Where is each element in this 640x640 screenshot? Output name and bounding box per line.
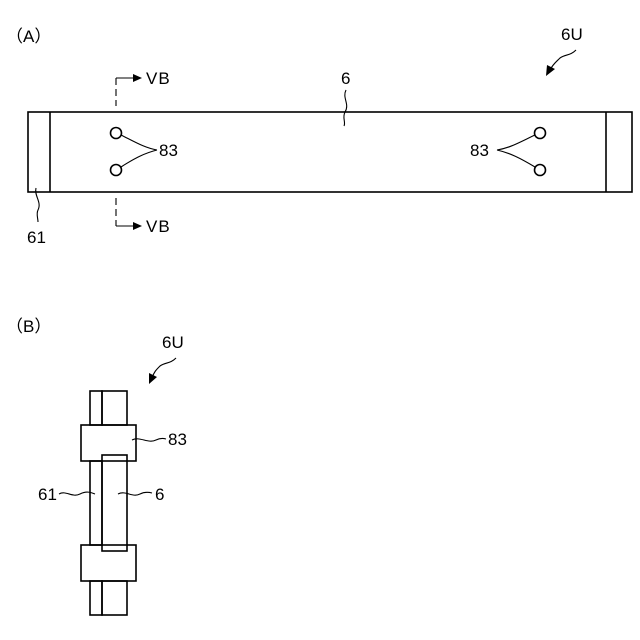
- flange-label-b: 61: [38, 485, 57, 504]
- leader-83-right-top: [497, 135, 535, 150]
- figure-a: （A） 6U 83 83 6 61 VB: [6, 25, 632, 247]
- panel-label-b: （B）: [6, 317, 51, 336]
- part-label-a: 6: [341, 69, 350, 88]
- leader-83-right-bottom: [497, 150, 535, 167]
- view-arrowhead-a: [546, 65, 555, 76]
- flange-label-a: 61: [27, 228, 46, 247]
- hole-left-top: [111, 128, 122, 139]
- panel-label-a: （A）: [6, 27, 51, 46]
- plate-outline: [28, 112, 632, 192]
- leader-83-b: [132, 438, 166, 441]
- view-label-a: 6U: [561, 25, 583, 44]
- leader-83-left-top: [121, 135, 157, 150]
- hole-right-bottom: [535, 165, 546, 176]
- leader-6-a: [344, 90, 347, 126]
- view-label-b: 6U: [162, 333, 184, 352]
- part-label-b: 6: [155, 485, 164, 504]
- lower-stub-right: [102, 581, 127, 615]
- upper-stub-flange: [90, 391, 102, 425]
- section-arrowhead-top: [133, 74, 142, 82]
- hole-right-top: [535, 128, 546, 139]
- leader-61-a: [36, 188, 39, 222]
- figure-b: （B） 6U 83 61 6: [6, 317, 187, 615]
- leader-83-left-bottom: [121, 150, 157, 167]
- hole-label-left: 83: [159, 141, 178, 160]
- section-label-bottom: VB: [146, 217, 171, 236]
- hole-left-bottom: [111, 165, 122, 176]
- section-arrowhead-bottom: [133, 222, 142, 230]
- view-arrow-b: [152, 358, 176, 378]
- view-arrow-a: [550, 50, 576, 70]
- section-label-top: VB: [146, 69, 171, 88]
- upper-stub-right: [102, 391, 127, 425]
- leader-6-b: [118, 492, 152, 495]
- lower-stub-flange: [90, 581, 102, 615]
- middle-flange: [90, 461, 102, 545]
- hole-label-right: 83: [470, 141, 489, 160]
- middle-plate: [102, 455, 127, 551]
- pin-label-b: 83: [168, 430, 187, 449]
